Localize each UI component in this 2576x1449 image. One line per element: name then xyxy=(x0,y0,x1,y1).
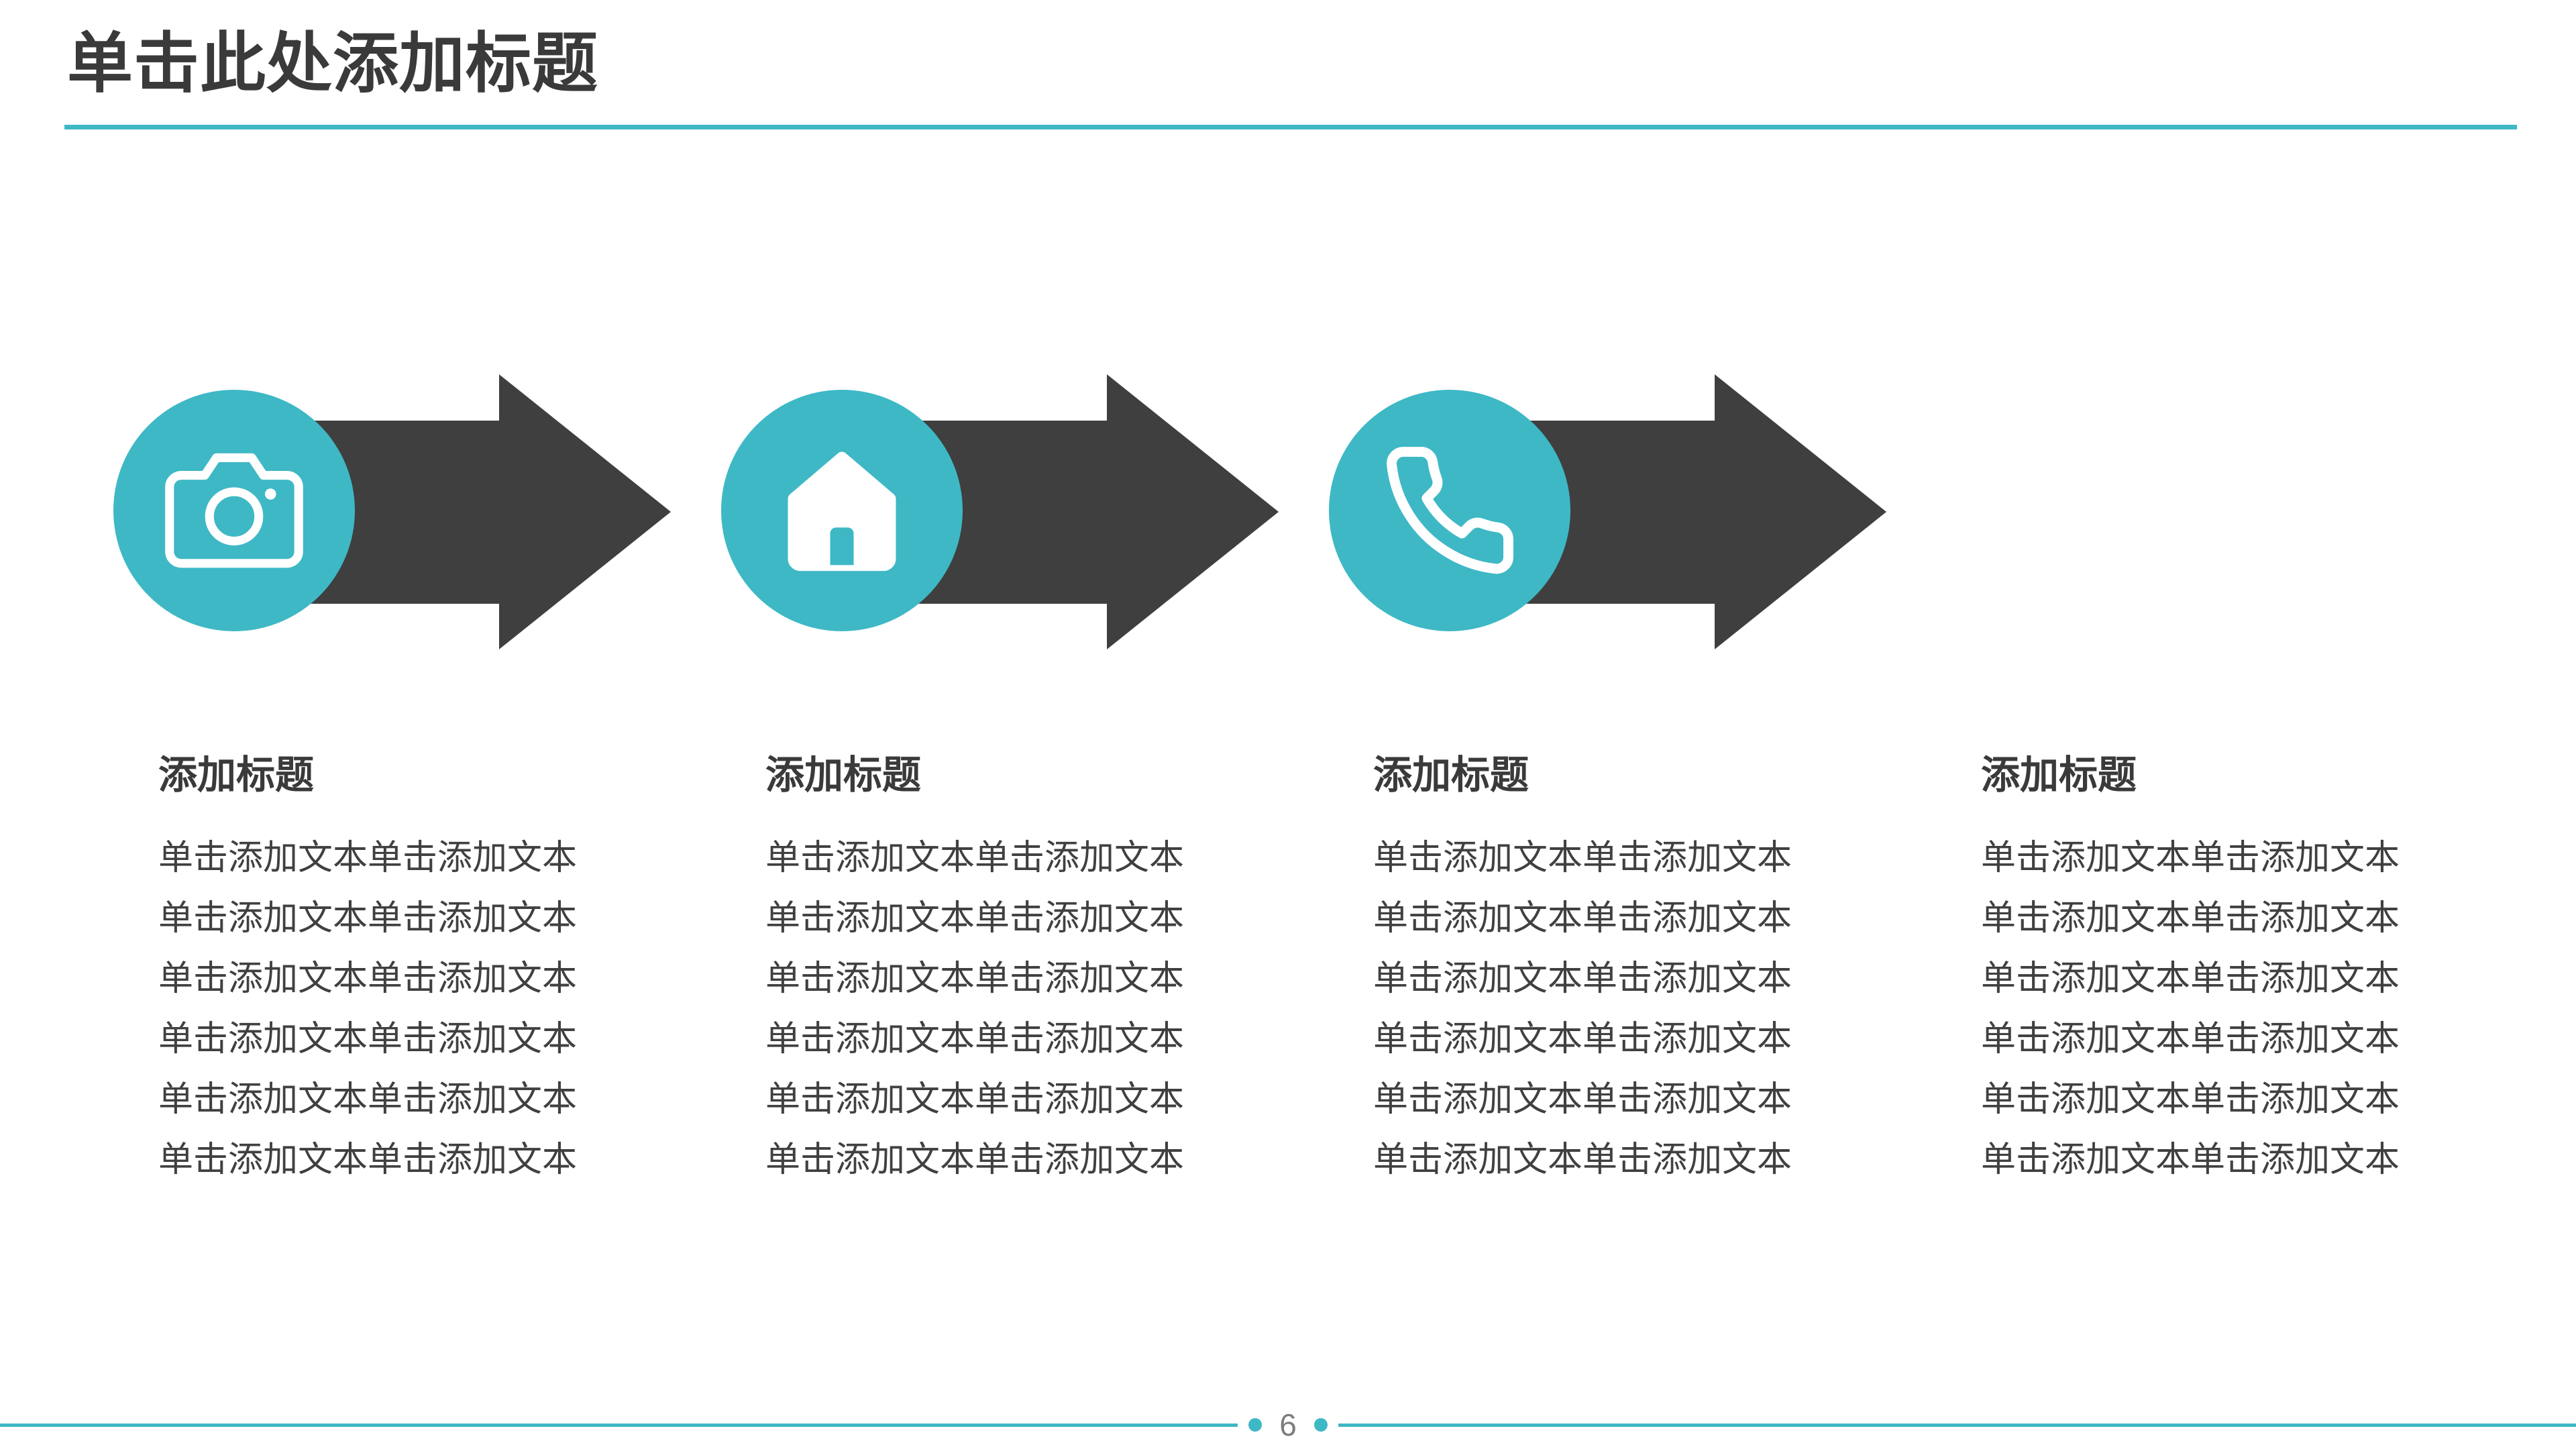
icon-circle xyxy=(721,390,963,631)
footer-dot-right xyxy=(1313,1418,1328,1432)
arrow-shape xyxy=(842,374,1279,649)
text-column: 添加标题 单击添加文本单击添加文本 单击添加文本单击添加文本 单击添加文本单击添… xyxy=(158,743,641,1190)
column-line: 单击添加文本单击添加文本 xyxy=(1373,1080,1792,1119)
title-underline xyxy=(64,125,2517,129)
column-heading: 添加标题 xyxy=(158,753,315,797)
text-column: 添加标题 单击添加文本单击添加文本 单击添加文本单击添加文本 单击添加文本单击添… xyxy=(1373,743,1856,1190)
text-column: 添加标题 单击添加文本单击添加文本 单击添加文本单击添加文本 单击添加文本单击添… xyxy=(1981,743,2464,1190)
column-line: 单击添加文本单击添加文本 xyxy=(1981,1020,2400,1059)
column-line: 单击添加文本单击添加文本 xyxy=(158,839,578,877)
column-line: 单击添加文本单击添加文本 xyxy=(1373,1020,1792,1059)
column-line: 单击添加文本单击添加文本 xyxy=(1373,959,1792,998)
column-line: 单击添加文本单击添加文本 xyxy=(158,1080,578,1119)
column-line: 单击添加文本单击添加文本 xyxy=(1981,899,2400,938)
slide-title: 单击此处添加标题 xyxy=(67,26,599,100)
home-icon xyxy=(788,451,896,572)
column-line: 单击添加文本单击添加文本 xyxy=(1981,1140,2400,1179)
column-heading: 添加标题 xyxy=(765,753,922,797)
column-line: 单击添加文本单击添加文本 xyxy=(765,839,1185,877)
icon-circle xyxy=(1329,390,1570,631)
column-line: 单击添加文本单击添加文本 xyxy=(1981,839,2400,877)
column-line: 单击添加文本单击添加文本 xyxy=(765,1140,1185,1179)
page-number: 6 xyxy=(1279,1407,1297,1442)
column-line: 单击添加文本单击添加文本 xyxy=(158,1140,578,1179)
column-heading: 添加标题 xyxy=(1373,753,1529,797)
column-line: 单击添加文本单击添加文本 xyxy=(1373,839,1792,877)
column-line: 单击添加文本单击添加文本 xyxy=(765,1020,1185,1059)
column-line: 单击添加文本单击添加文本 xyxy=(158,959,578,998)
footer-rule-right xyxy=(1338,1423,2576,1427)
column-line: 单击添加文本单击添加文本 xyxy=(1981,959,2400,998)
column-line: 单击添加文本单击添加文本 xyxy=(158,1020,578,1059)
text-column: 添加标题 单击添加文本单击添加文本 单击添加文本单击添加文本 单击添加文本单击添… xyxy=(765,743,1248,1190)
column-heading: 添加标题 xyxy=(1981,753,2137,797)
column-line: 单击添加文本单击添加文本 xyxy=(158,899,578,938)
arrow-shape xyxy=(234,374,671,649)
column-line: 单击添加文本单击添加文本 xyxy=(1373,1140,1792,1179)
column-line: 单击添加文本单击添加文本 xyxy=(765,1080,1185,1119)
footer: 6 xyxy=(0,1409,2576,1441)
icon-circle xyxy=(113,390,355,631)
phone-icon xyxy=(1387,447,1513,574)
column-line: 单击添加文本单击添加文本 xyxy=(1981,1080,2400,1119)
camera-icon xyxy=(165,453,303,568)
footer-dot-left xyxy=(1248,1418,1263,1432)
column-line: 单击添加文本单击添加文本 xyxy=(765,959,1185,998)
footer-rule-left xyxy=(0,1423,1238,1427)
column-line: 单击添加文本单击添加文本 xyxy=(1373,899,1792,938)
column-line: 单击添加文本单击添加文本 xyxy=(765,899,1185,938)
arrow-shape xyxy=(1450,374,1886,649)
